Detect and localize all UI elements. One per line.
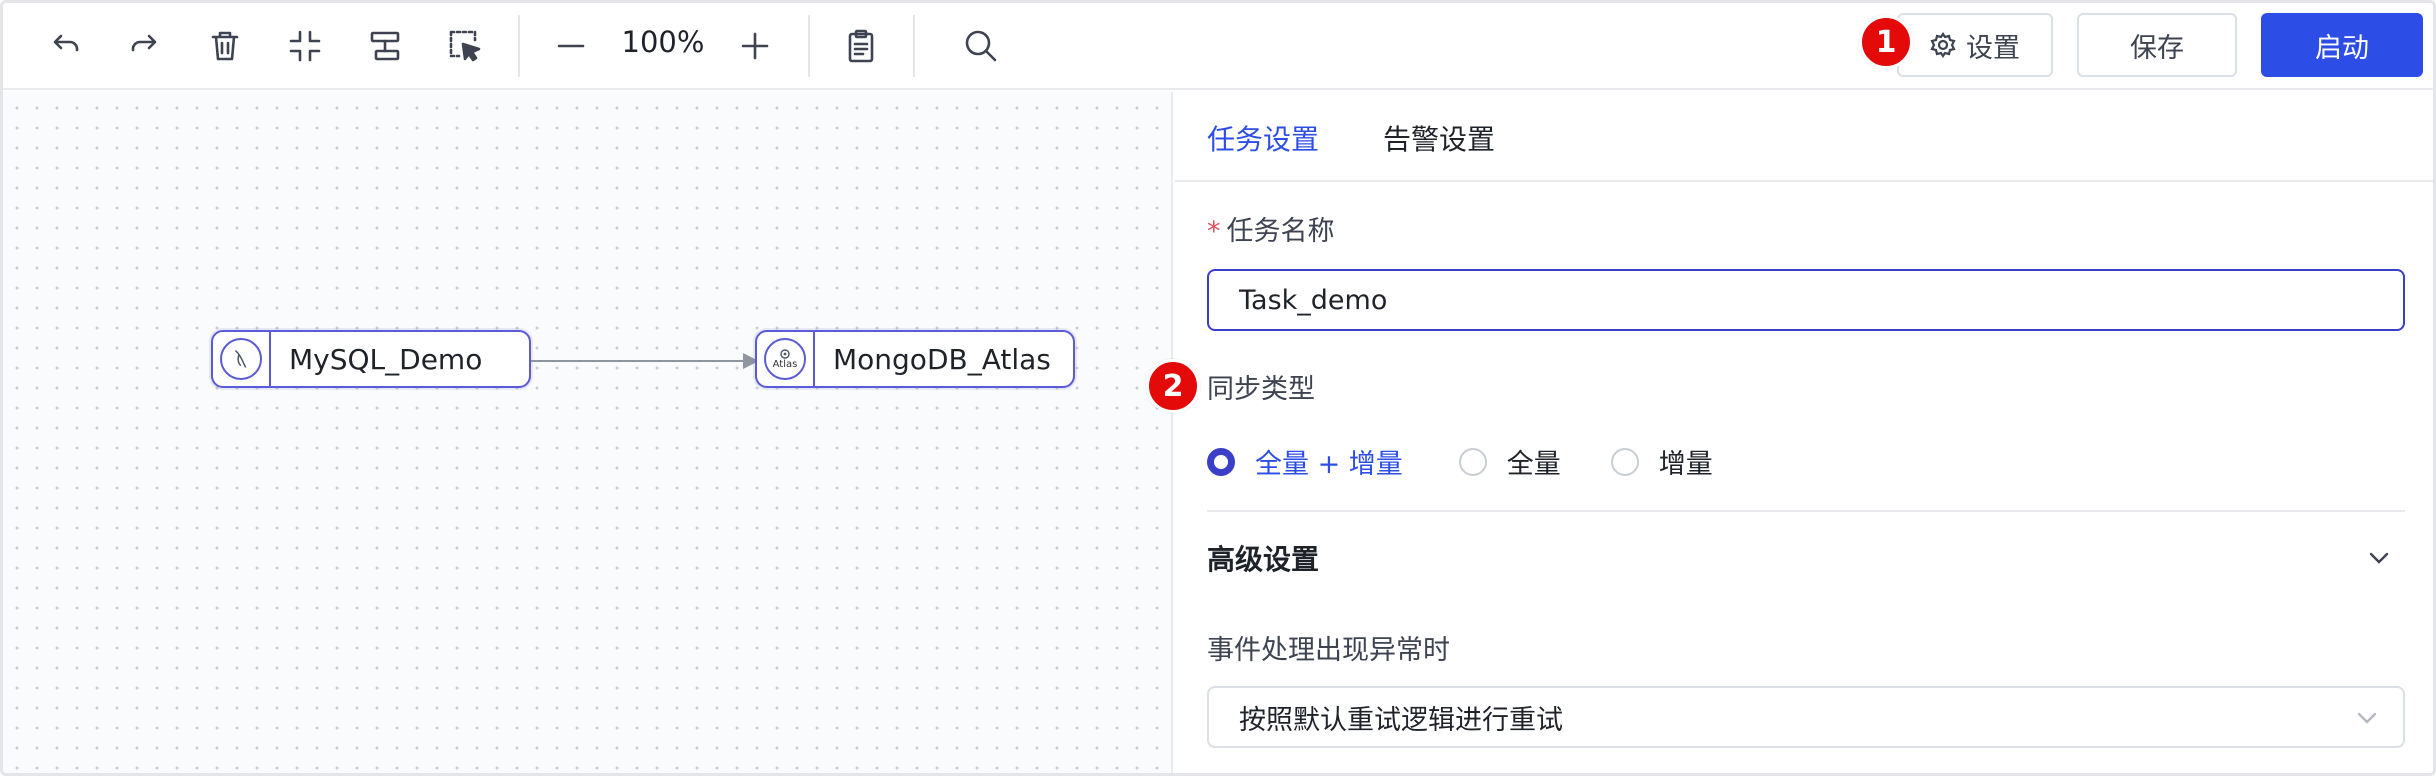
redo-icon[interactable] <box>115 17 175 75</box>
radio-incremental[interactable]: 增量 <box>1610 442 1713 481</box>
tab-alert-settings[interactable]: 告警设置 <box>1383 123 1496 156</box>
radio-dot <box>1610 447 1639 476</box>
event-error-label: 事件处理出现异常时 <box>1207 635 1450 666</box>
mysql-icon <box>220 338 262 380</box>
radio-label: 全量 + 增量 <box>1255 449 1403 480</box>
panel-tabs: 任务设置 告警设置 <box>1175 92 2433 182</box>
gear-icon <box>1930 32 1956 58</box>
sync-type-radio-group: 全量 + 增量 全量 增量 <box>1207 442 1763 481</box>
advanced-settings-title[interactable]: 高级设置 <box>1207 543 1320 576</box>
radio-dot <box>1458 447 1487 476</box>
collapse-icon[interactable] <box>275 17 335 75</box>
settings-panel: 任务设置 告警设置 *任务名称 Task_demo 同步类型 全量 + 增量 全… <box>1175 92 2433 773</box>
connection-edge[interactable] <box>531 360 759 362</box>
radio-label: 增量 <box>1658 449 1713 480</box>
radio-dot <box>1207 447 1235 476</box>
undo-icon[interactable] <box>35 17 95 75</box>
radio-label: 全量 <box>1506 449 1561 480</box>
radio-full-incremental[interactable]: 全量 + 增量 <box>1207 442 1403 481</box>
event-error-select[interactable]: 按照默认重试逻辑进行重试 <box>1207 686 2405 748</box>
atlas-icon: Atlas <box>764 338 806 380</box>
target-node[interactable]: Atlas MongoDB_Atlas <box>755 330 1075 388</box>
align-icon[interactable] <box>355 17 415 75</box>
clipboard-icon[interactable] <box>831 17 891 75</box>
select-icon[interactable] <box>435 17 495 75</box>
event-error-select-value: 按照默认重试逻辑进行重试 <box>1239 704 1563 736</box>
toolbar-divider <box>913 15 915 77</box>
atlas-icon-text: Atlas <box>772 359 798 370</box>
target-node-label: MongoDB_Atlas <box>833 342 1051 376</box>
zoom-out-icon[interactable] <box>541 17 601 75</box>
dag-canvas[interactable] <box>3 92 1173 773</box>
delete-icon[interactable] <box>195 17 255 75</box>
annotation-marker-1: 1 <box>1859 15 1913 69</box>
toolbar-divider <box>518 15 520 77</box>
toolbar-divider <box>808 15 810 77</box>
zoom-level: 100% <box>621 25 705 59</box>
settings-button-label: 设置 <box>1966 32 2020 64</box>
search-icon[interactable] <box>951 17 1011 75</box>
zoom-in-icon[interactable] <box>725 17 785 75</box>
required-mark: * <box>1207 216 1221 247</box>
chevron-down-icon <box>2353 704 2381 732</box>
radio-full[interactable]: 全量 <box>1458 442 1561 481</box>
divider <box>1207 510 2405 512</box>
task-name-label-text: 任务名称 <box>1226 216 1335 247</box>
target-node-icon-box: Atlas <box>757 332 815 386</box>
settings-button[interactable]: 设置 <box>1897 13 2053 77</box>
task-name-label: *任务名称 <box>1207 209 1335 248</box>
source-node[interactable]: MySQL_Demo <box>211 330 531 388</box>
tab-task-settings[interactable]: 任务设置 <box>1207 123 1320 156</box>
toolbar: 100% 设置 保存 启动 <box>3 3 2433 90</box>
task-name-input[interactable]: Task_demo <box>1207 269 2405 331</box>
source-node-icon-box <box>213 332 271 386</box>
chevron-down-icon[interactable] <box>2365 544 2393 572</box>
source-node-label: MySQL_Demo <box>289 342 483 376</box>
sync-type-label: 同步类型 <box>1207 374 1315 405</box>
start-button[interactable]: 启动 <box>2261 13 2423 77</box>
annotation-marker-2: 2 <box>1146 359 1200 413</box>
save-button[interactable]: 保存 <box>2077 13 2237 77</box>
